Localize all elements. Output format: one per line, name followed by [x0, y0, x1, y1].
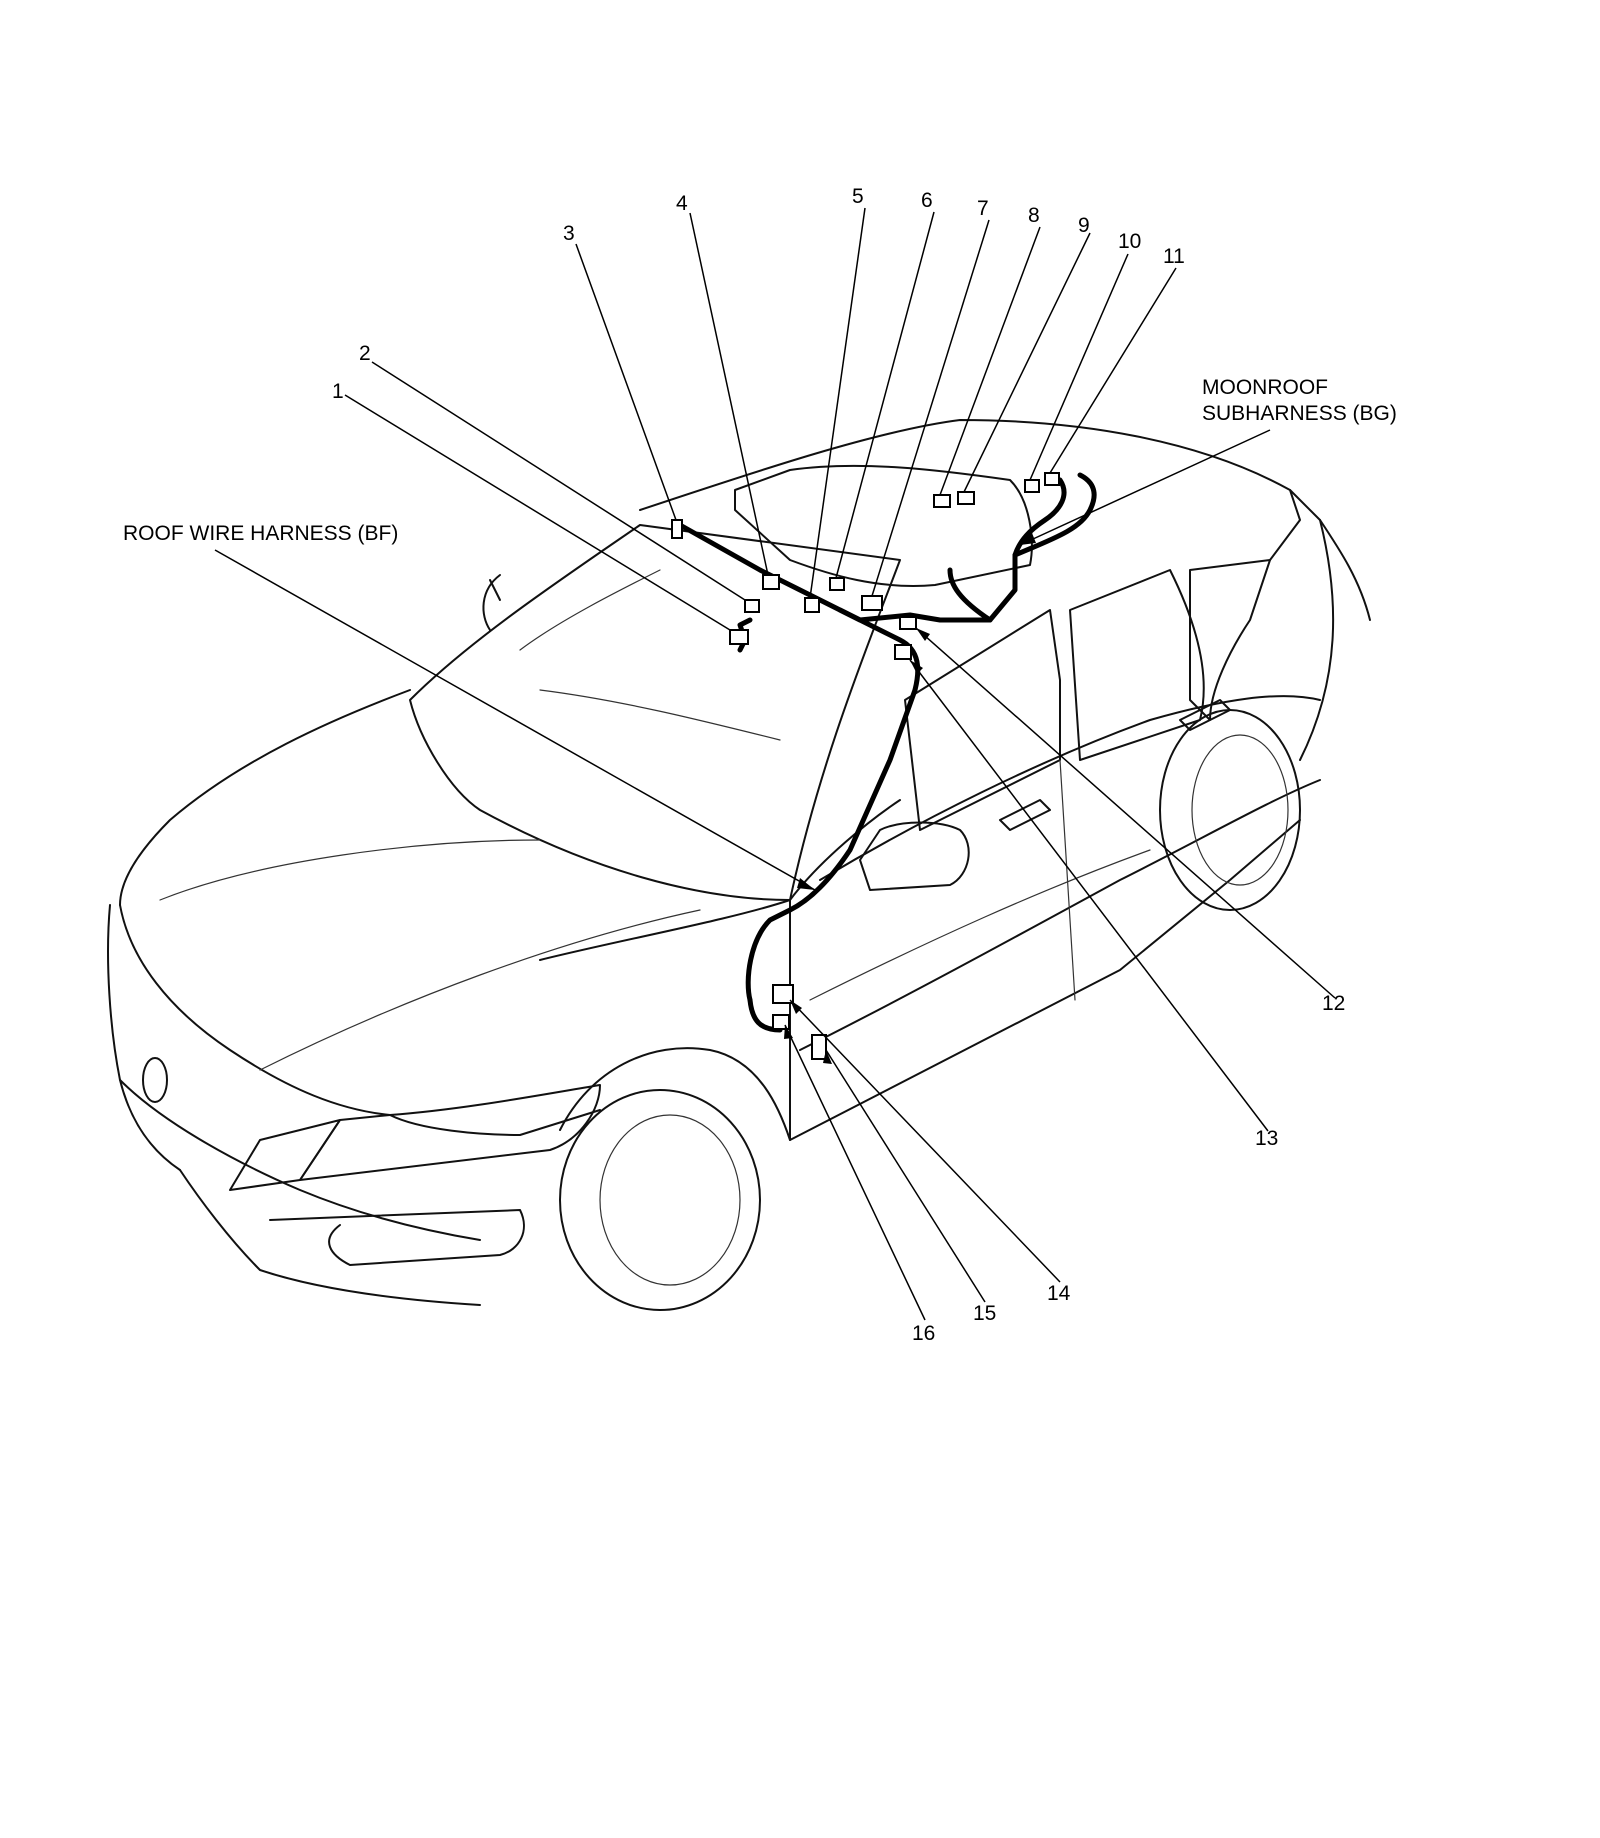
callout-2: 2 [359, 342, 371, 365]
arrowhead-14 [790, 1000, 802, 1014]
callout-11: 11 [1163, 245, 1185, 268]
callout-9: 9 [1078, 214, 1090, 237]
moonroof-subharness-rear [1012, 472, 1097, 558]
roof-harness-apillar [745, 687, 918, 1003]
callout-4: 4 [676, 192, 688, 215]
connector-7 [861, 595, 883, 611]
callout-5: 5 [852, 185, 864, 208]
moonroof-subharness-label-line1: MOONROOF [1202, 376, 1328, 399]
leader-8 [939, 226, 1041, 496]
connector-15 [811, 1034, 827, 1060]
connector-9 [957, 491, 975, 505]
leader-lines [214, 207, 1336, 1321]
harness-labels: ROOF WIRE HARNESS (BF) MOONROOF SUBHARNE… [123, 376, 1397, 545]
leader-15 [825, 1049, 986, 1303]
leader-1 [344, 394, 731, 631]
leader-roof-harness [214, 549, 816, 891]
leader-14 [789, 999, 1061, 1283]
connector-13 [894, 644, 912, 660]
connector-6 [829, 577, 845, 591]
connector-10 [1024, 479, 1040, 493]
connector-5 [804, 597, 820, 613]
connector-14 [772, 984, 794, 1004]
leader-9 [963, 232, 1091, 493]
leader-3 [575, 243, 677, 521]
leader-12 [915, 627, 1336, 999]
leader-2 [371, 361, 746, 601]
connectors [671, 472, 1060, 1060]
leader-4 [689, 212, 769, 576]
callout-15: 15 [973, 1302, 996, 1325]
connector-4 [762, 574, 780, 590]
callout-7: 7 [977, 197, 989, 220]
callout-10: 10 [1118, 230, 1141, 253]
callout-1: 1 [332, 380, 344, 403]
arrowheads [784, 533, 1036, 1064]
callout-numbers: 1 2 3 4 5 6 7 8 9 10 11 12 13 14 15 16 [332, 185, 1345, 1345]
callout-3: 3 [563, 222, 575, 245]
car-outline [107, 419, 1371, 1311]
connector-11 [1044, 472, 1060, 486]
leader-5 [809, 207, 866, 599]
leader-7 [871, 219, 990, 597]
arrowhead-15 [823, 1050, 832, 1064]
connector-12 [899, 616, 917, 630]
callout-8: 8 [1028, 204, 1040, 227]
moonroof-subharness-label-line2: SUBHARNESS (BG) [1202, 402, 1397, 425]
arrowhead-moonroof [1020, 533, 1036, 545]
arrowhead-13 [910, 660, 923, 674]
moonroof-branch-front [947, 567, 993, 623]
callout-16: 16 [912, 1322, 935, 1345]
leader-moonroof-subharness [1019, 429, 1271, 546]
leader-16 [784, 1024, 926, 1321]
arrowhead-roof-harness [797, 878, 815, 890]
arrowhead-16 [784, 1025, 793, 1039]
callout-12: 12 [1322, 992, 1345, 1015]
connector-3 [671, 519, 683, 539]
leader-10 [1029, 253, 1129, 481]
connector-8 [933, 494, 951, 508]
connector-1 [729, 629, 749, 645]
roof-wire-harness-label: ROOF WIRE HARNESS (BF) [123, 522, 398, 545]
leader-13 [909, 659, 1269, 1132]
leader-11 [1049, 267, 1177, 474]
callout-13: 13 [1255, 1127, 1278, 1150]
callout-6: 6 [921, 189, 933, 212]
moonroof-subharness-route [837, 477, 1067, 623]
leader-6 [835, 211, 935, 579]
connector-2 [744, 599, 760, 613]
callout-14: 14 [1047, 1282, 1071, 1305]
arrowhead-12 [916, 628, 930, 641]
